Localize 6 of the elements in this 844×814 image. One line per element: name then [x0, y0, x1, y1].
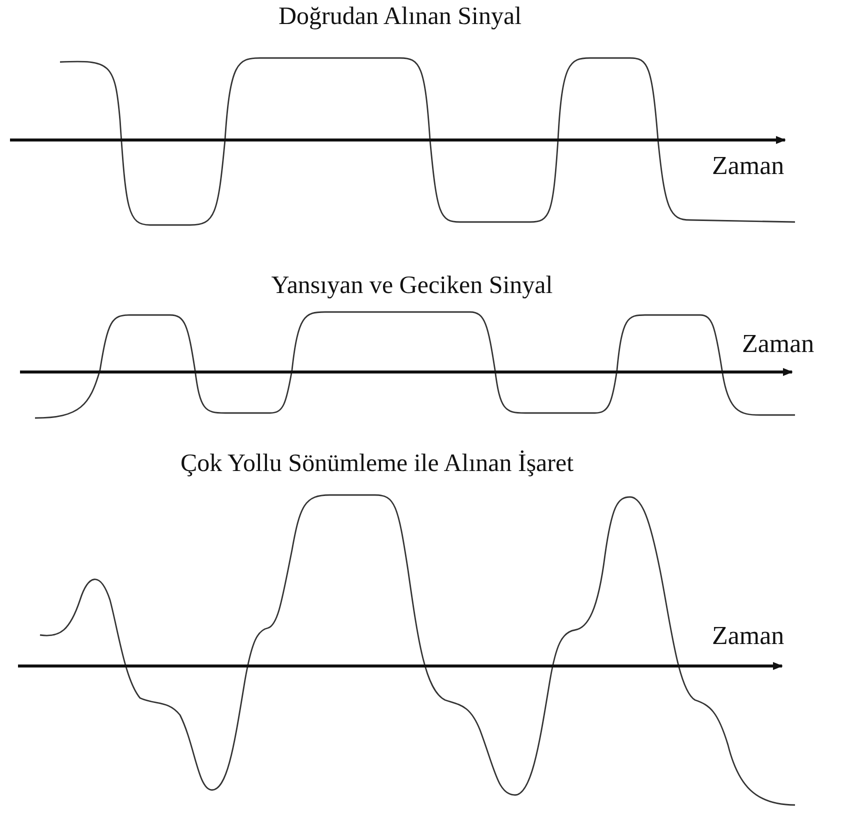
signal-title: Doğrudan Alınan Sinyal	[278, 3, 522, 30]
signal-title: Yansıyan ve Geciken Sinyal	[271, 272, 553, 300]
axis-label: Zaman	[712, 622, 784, 651]
axis-label: Zaman	[742, 330, 814, 359]
axis-label: Zaman	[712, 152, 784, 181]
signal-title: Çok Yollu Sönümleme ile Alınan İşaret	[180, 450, 574, 478]
